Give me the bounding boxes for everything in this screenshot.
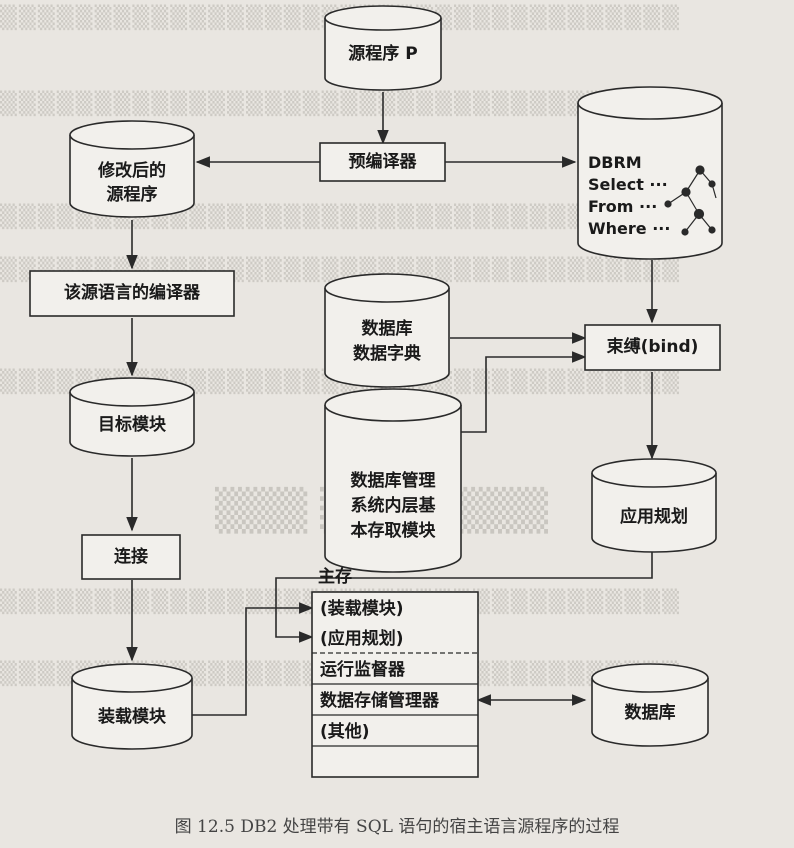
dbrm-title: DBRM <box>588 153 642 172</box>
memory-item-runtime-supervisor: 运行监督器 <box>320 660 405 680</box>
main-memory-title: 主存 <box>318 567 352 587</box>
host-compiler-label: 该源语言的编译器 <box>64 283 200 303</box>
source-program-label: 源程序 P <box>348 44 418 64</box>
application-plan-label: 应用规划 <box>620 507 688 527</box>
box-link <box>81 534 181 580</box>
box-bind <box>584 324 721 371</box>
tree-icon <box>664 165 717 236</box>
cylinder-data-dictionary <box>324 288 450 388</box>
data-dictionary-label-line1: 数据库 <box>361 319 413 339</box>
cylinder-source-program <box>324 18 442 91</box>
modified-source-label-line1: 修改后的 <box>98 161 166 181</box>
database-label: 数据库 <box>624 703 676 723</box>
dbms-label-line3: 本存取模块 <box>350 521 436 541</box>
box-host-compiler <box>29 270 235 317</box>
background-text-line: ▒▒▒▒▒▒▒▒▒▒▒▒▒▒▒▒▒▒▒▒▒▒▒▒▒▒▒▒▒▒▒▒▒▒▒▒ <box>0 92 682 117</box>
dbms-label-line2: 系统内层基 <box>350 496 436 516</box>
dbms-label-line1: 数据库管理 <box>350 471 436 491</box>
modified-source-label-line2: 源程序 <box>106 185 158 205</box>
memory-item-load-module: (装载模块) <box>320 599 404 619</box>
memory-item-application-plan: (应用规划) <box>320 629 404 649</box>
arrow-load-module-to-memory <box>190 602 314 716</box>
cylinder-object-module <box>69 392 195 457</box>
data-dictionary-label-line2: 数据字典 <box>353 344 421 364</box>
dbrm-select: Select ··· <box>588 175 668 194</box>
dbrm-from: From ··· <box>588 197 658 216</box>
cylinder-application-plan <box>591 473 717 553</box>
box-precompiler <box>319 142 446 182</box>
figure-caption: 图 12.5 DB2 处理带有 SQL 语句的宿主语言源程序的过程 <box>174 817 620 837</box>
bind-label: 束缚(bind) <box>606 337 699 357</box>
cylinder-modified-source <box>69 135 195 218</box>
cylinder-dbrm <box>577 103 723 260</box>
memory-item-data-storage-manager: 数据存储管理器 <box>320 691 439 711</box>
link-label: 连接 <box>114 547 148 567</box>
precompiler-label: 预编译器 <box>348 152 417 172</box>
memory-item-other: (其他) <box>320 722 370 742</box>
arrow-dbms-to-bind <box>460 351 587 433</box>
cylinder-dbms <box>324 405 462 573</box>
load-module-label: 装载模块 <box>98 707 166 727</box>
arrow-application-plan-to-memory <box>275 550 653 643</box>
cylinder-load-module <box>71 678 193 750</box>
dbrm-where: Where ··· <box>588 219 671 238</box>
object-module-label: 目标模块 <box>98 415 166 435</box>
cylinder-database <box>591 678 709 747</box>
